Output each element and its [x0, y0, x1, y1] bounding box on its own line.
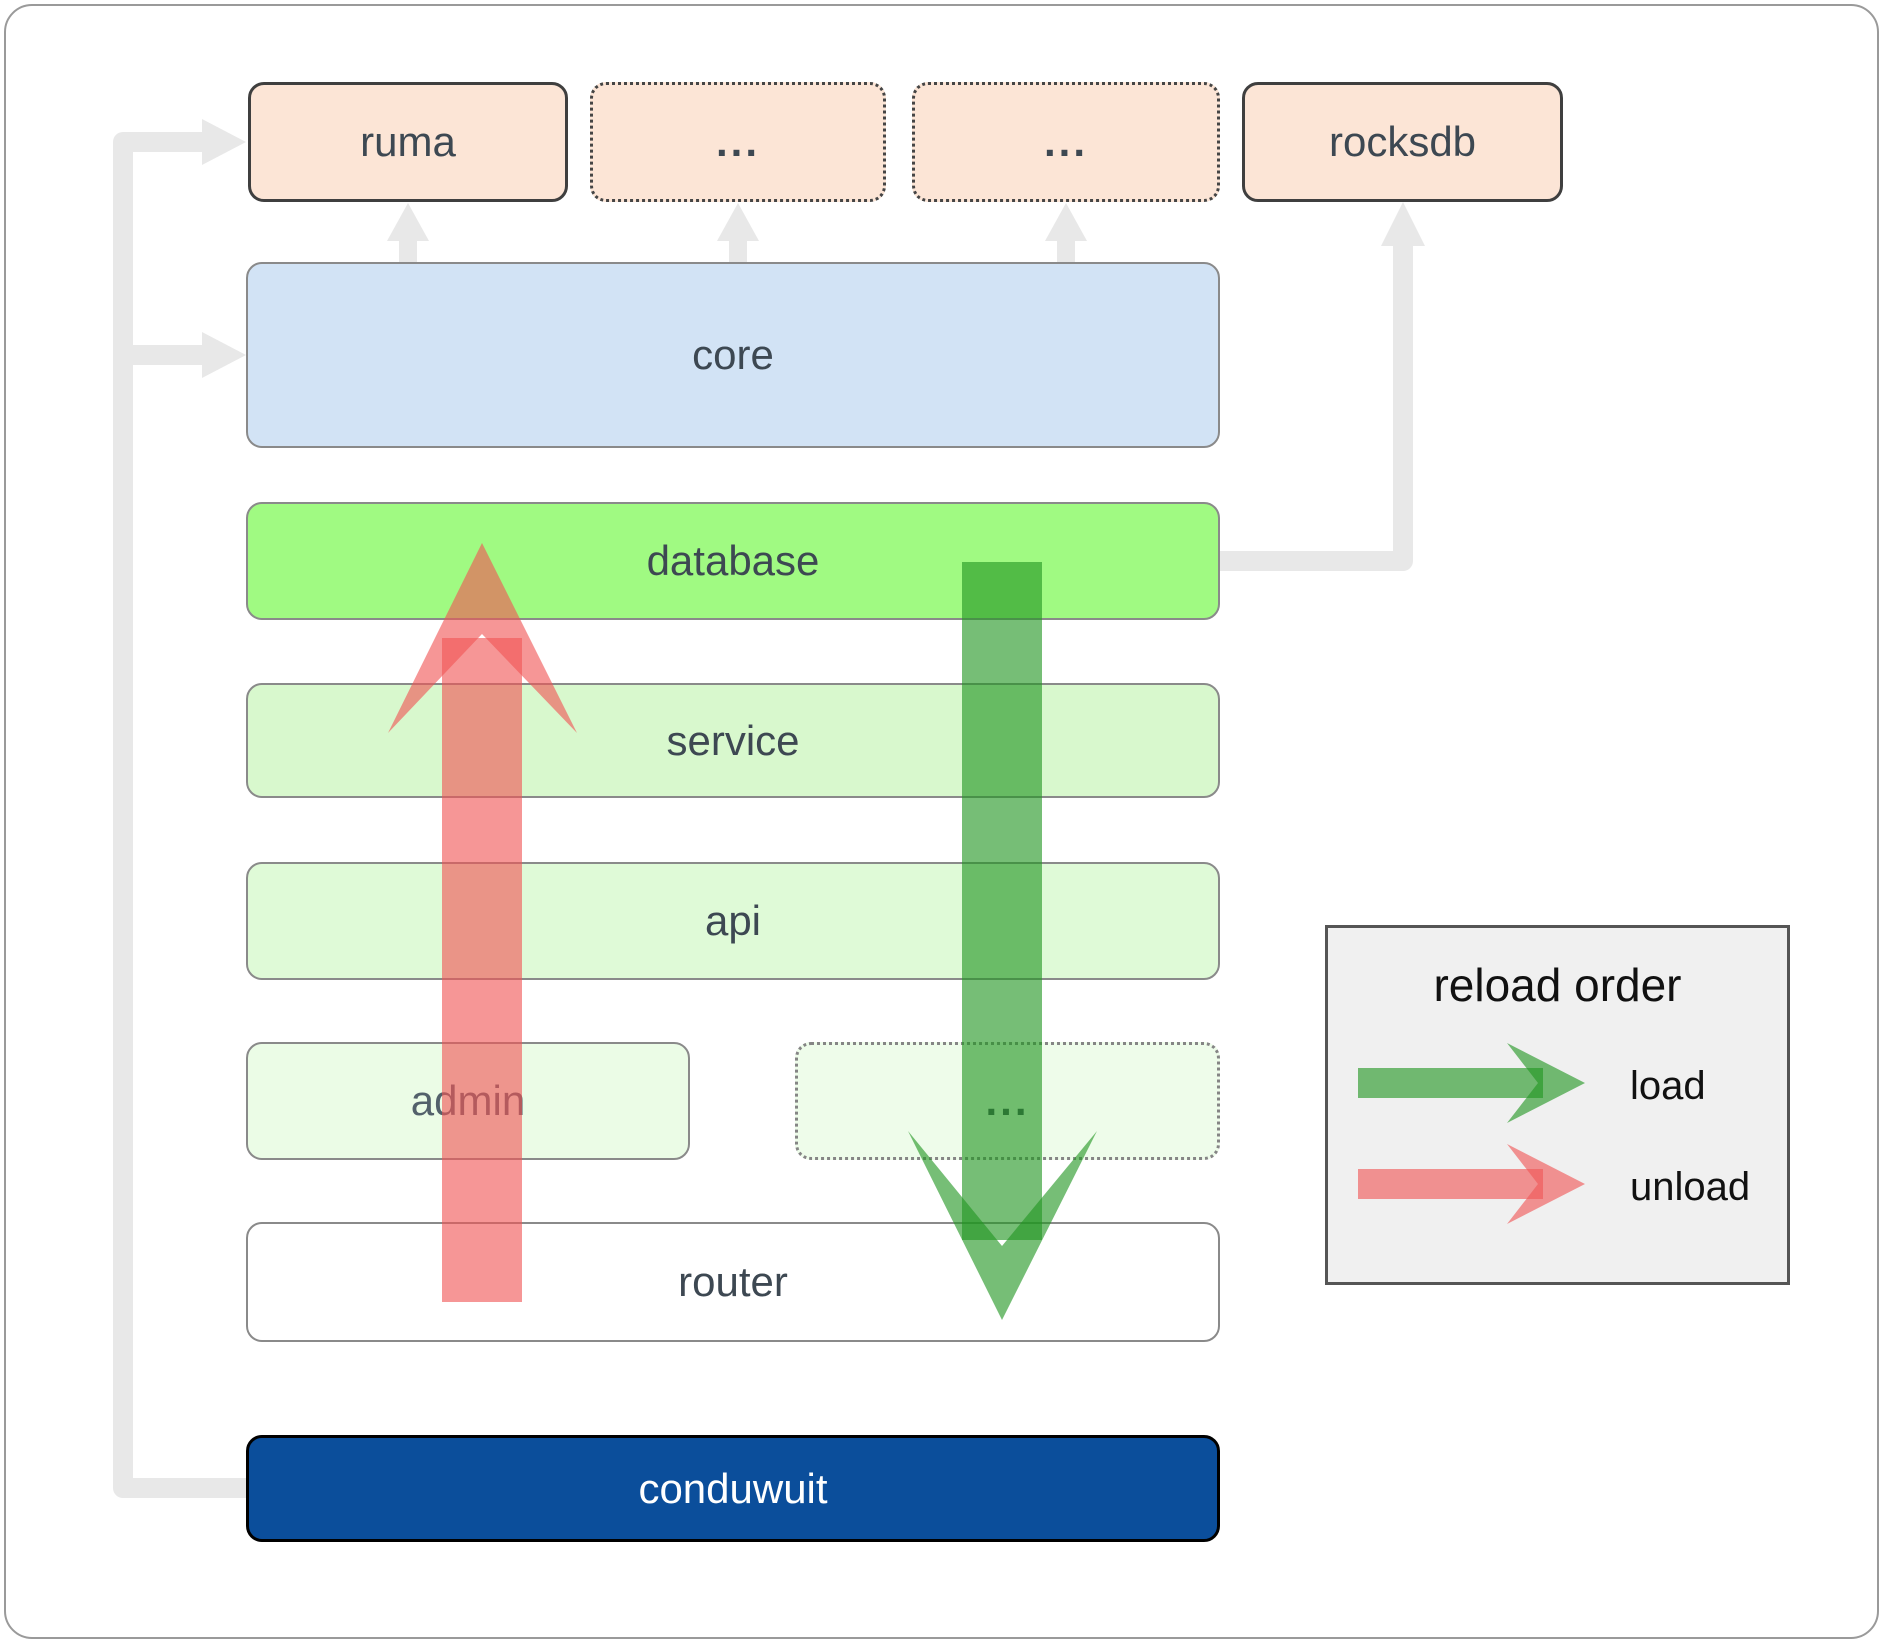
box-admin-label: admin [410, 1077, 526, 1124]
box-router-label: router [678, 1258, 788, 1305]
box-ruma-label: ruma [360, 118, 456, 165]
box-ellipsis-2-label: ... [1043, 118, 1088, 165]
legend-title: reload order [1433, 959, 1682, 1011]
box-admin: admin [246, 1042, 690, 1160]
legend-unload-label: unload [1630, 1165, 1751, 1209]
box-database-label: database [646, 537, 820, 584]
box-ellipsis-1: ... [590, 82, 886, 202]
box-admin-ellipsis-label: ... [985, 1077, 1030, 1124]
box-conduwuit: conduwuit [246, 1435, 1220, 1542]
box-ellipsis-1-label: ... [715, 118, 760, 165]
box-core-label: core [692, 331, 774, 378]
box-admin-ellipsis: ... [795, 1042, 1220, 1160]
box-ellipsis-2: ... [912, 82, 1220, 202]
box-service: service [246, 683, 1220, 798]
box-rocksdb-label: rocksdb [1328, 118, 1477, 165]
box-router: router [246, 1222, 1220, 1342]
legend-load-label: load [1630, 1064, 1706, 1108]
box-rocksdb: rocksdb [1242, 82, 1563, 202]
box-conduwuit-label: conduwuit [638, 1464, 828, 1512]
box-service-label: service [666, 716, 800, 764]
box-api-label: api [704, 897, 762, 944]
legend-panel: reload order load unload [1325, 925, 1790, 1285]
box-ruma: ruma [248, 82, 568, 202]
diagram-outer-border [4, 4, 1879, 1639]
box-database: database [246, 502, 1220, 620]
box-core: core [246, 262, 1220, 448]
box-api: api [246, 862, 1220, 980]
